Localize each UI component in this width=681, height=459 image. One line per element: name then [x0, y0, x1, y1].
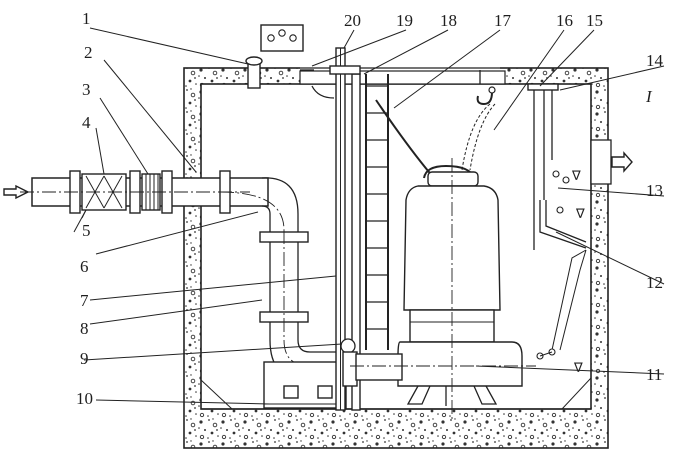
- outlet-arrow-icon: [3, 184, 30, 200]
- coupling-base: [263, 361, 347, 409]
- float-switches: [527, 83, 587, 360]
- label-7: 7: [80, 291, 89, 310]
- label-8: 8: [80, 319, 89, 338]
- label-2: 2: [84, 43, 93, 62]
- inlet-pipe: [590, 139, 633, 185]
- label-18: 18: [440, 11, 457, 30]
- inlet-arrow-icon: [611, 151, 633, 173]
- label-15: 15: [586, 11, 603, 30]
- label-6: 6: [80, 257, 89, 276]
- label-4: 4: [82, 113, 91, 132]
- label-17: 17: [494, 11, 512, 30]
- level-symbol: ∇: [575, 207, 585, 222]
- vent-pipe: [245, 56, 335, 99]
- label-16: 16: [556, 11, 573, 30]
- hook-icon: [476, 91, 493, 106]
- label-14: 14: [646, 51, 664, 70]
- discharge-pipe: [3, 170, 269, 214]
- label-13: 13: [646, 181, 663, 200]
- control-box: [260, 24, 304, 52]
- guide-rails: [329, 47, 361, 411]
- label-11: 11: [646, 365, 662, 384]
- level-symbol: ∇: [573, 361, 583, 376]
- riser-pipe: [219, 177, 360, 381]
- label-12: 12: [646, 273, 663, 292]
- roman-mark: I: [645, 87, 653, 106]
- leader-lines: [73, 27, 665, 405]
- label-3: 3: [82, 80, 91, 99]
- lifting-chain: [375, 70, 496, 179]
- part-labels: 1 2 3 4 5 6 7 8 9 10 11 12 13 14 15 16 1…: [76, 9, 664, 408]
- level-symbol: ∇: [571, 169, 581, 184]
- ladder: [365, 74, 389, 350]
- label-9: 9: [80, 349, 89, 368]
- label-5: 5: [82, 221, 91, 240]
- label-19: 19: [396, 11, 413, 30]
- submersible-pump: [350, 158, 536, 420]
- label-10: 10: [76, 389, 93, 408]
- label-20: 20: [344, 11, 361, 30]
- label-1: 1: [82, 9, 91, 28]
